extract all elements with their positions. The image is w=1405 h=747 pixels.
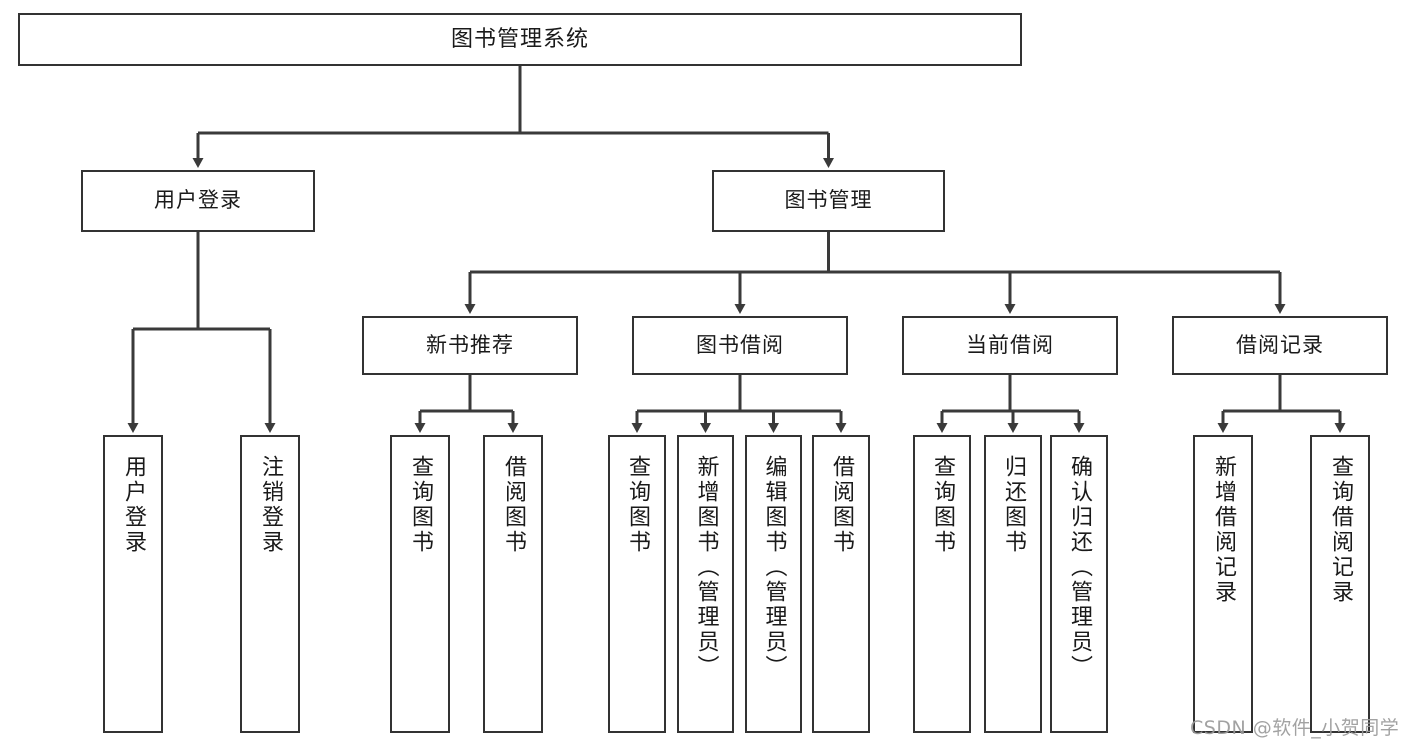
node-label: 图书管理系统 bbox=[450, 26, 589, 52]
node-label: 新增图书（管理员） bbox=[693, 455, 719, 680]
node-label: 借阅图书 bbox=[829, 455, 854, 555]
node-label: 新书推荐 bbox=[426, 332, 514, 357]
leaf-node[interactable]: 新增借阅记录 bbox=[1193, 435, 1253, 733]
leaf-node[interactable]: 确认归还（管理员） bbox=[1050, 435, 1108, 733]
node-label: 查询借阅记录 bbox=[1328, 455, 1353, 605]
csdn-watermark: CSDN @软件_小贺同学 bbox=[1190, 717, 1400, 739]
level3-node[interactable]: 图书借阅 bbox=[632, 316, 848, 375]
node-label: 图书管理 bbox=[784, 188, 873, 213]
leaf-node[interactable]: 用户登录 bbox=[103, 435, 163, 733]
level2-node[interactable]: 用户登录 bbox=[81, 170, 315, 232]
level2-node[interactable]: 图书管理 bbox=[712, 170, 945, 232]
node-label: 查询图书 bbox=[625, 455, 650, 555]
node-label: 查询图书 bbox=[930, 455, 955, 555]
leaf-node[interactable]: 新增图书（管理员） bbox=[677, 435, 734, 733]
node-label: 借阅图书 bbox=[501, 455, 526, 555]
leaf-node[interactable]: 编辑图书（管理员） bbox=[745, 435, 802, 733]
leaf-node[interactable]: 查询图书 bbox=[913, 435, 971, 733]
node-label: 借阅记录 bbox=[1236, 332, 1324, 357]
node-label: 新增借阅记录 bbox=[1211, 455, 1236, 605]
node-label: 编辑图书（管理员） bbox=[761, 455, 787, 680]
node-label: 确认归还（管理员） bbox=[1067, 455, 1092, 680]
node-label: 图书借阅 bbox=[696, 332, 784, 357]
level3-node[interactable]: 借阅记录 bbox=[1172, 316, 1388, 375]
leaf-node[interactable]: 查询借阅记录 bbox=[1310, 435, 1370, 733]
node-label: 当前借阅 bbox=[966, 332, 1054, 357]
leaf-node[interactable]: 归还图书 bbox=[984, 435, 1042, 733]
node-label: 查询图书 bbox=[408, 455, 433, 555]
node-label: 注销登录 bbox=[258, 455, 283, 555]
node-label: 归还图书 bbox=[1001, 455, 1026, 555]
leaf-node[interactable]: 查询图书 bbox=[608, 435, 666, 733]
leaf-node[interactable]: 借阅图书 bbox=[483, 435, 543, 733]
leaf-node[interactable]: 查询图书 bbox=[390, 435, 450, 733]
level3-node[interactable]: 当前借阅 bbox=[902, 316, 1118, 375]
leaf-node[interactable]: 注销登录 bbox=[240, 435, 300, 733]
leaf-node[interactable]: 借阅图书 bbox=[812, 435, 870, 733]
root-node[interactable]: 图书管理系统 bbox=[18, 13, 1022, 66]
node-label: 用户登录 bbox=[121, 455, 146, 555]
level3-node[interactable]: 新书推荐 bbox=[362, 316, 578, 375]
node-label: 用户登录 bbox=[154, 188, 242, 213]
